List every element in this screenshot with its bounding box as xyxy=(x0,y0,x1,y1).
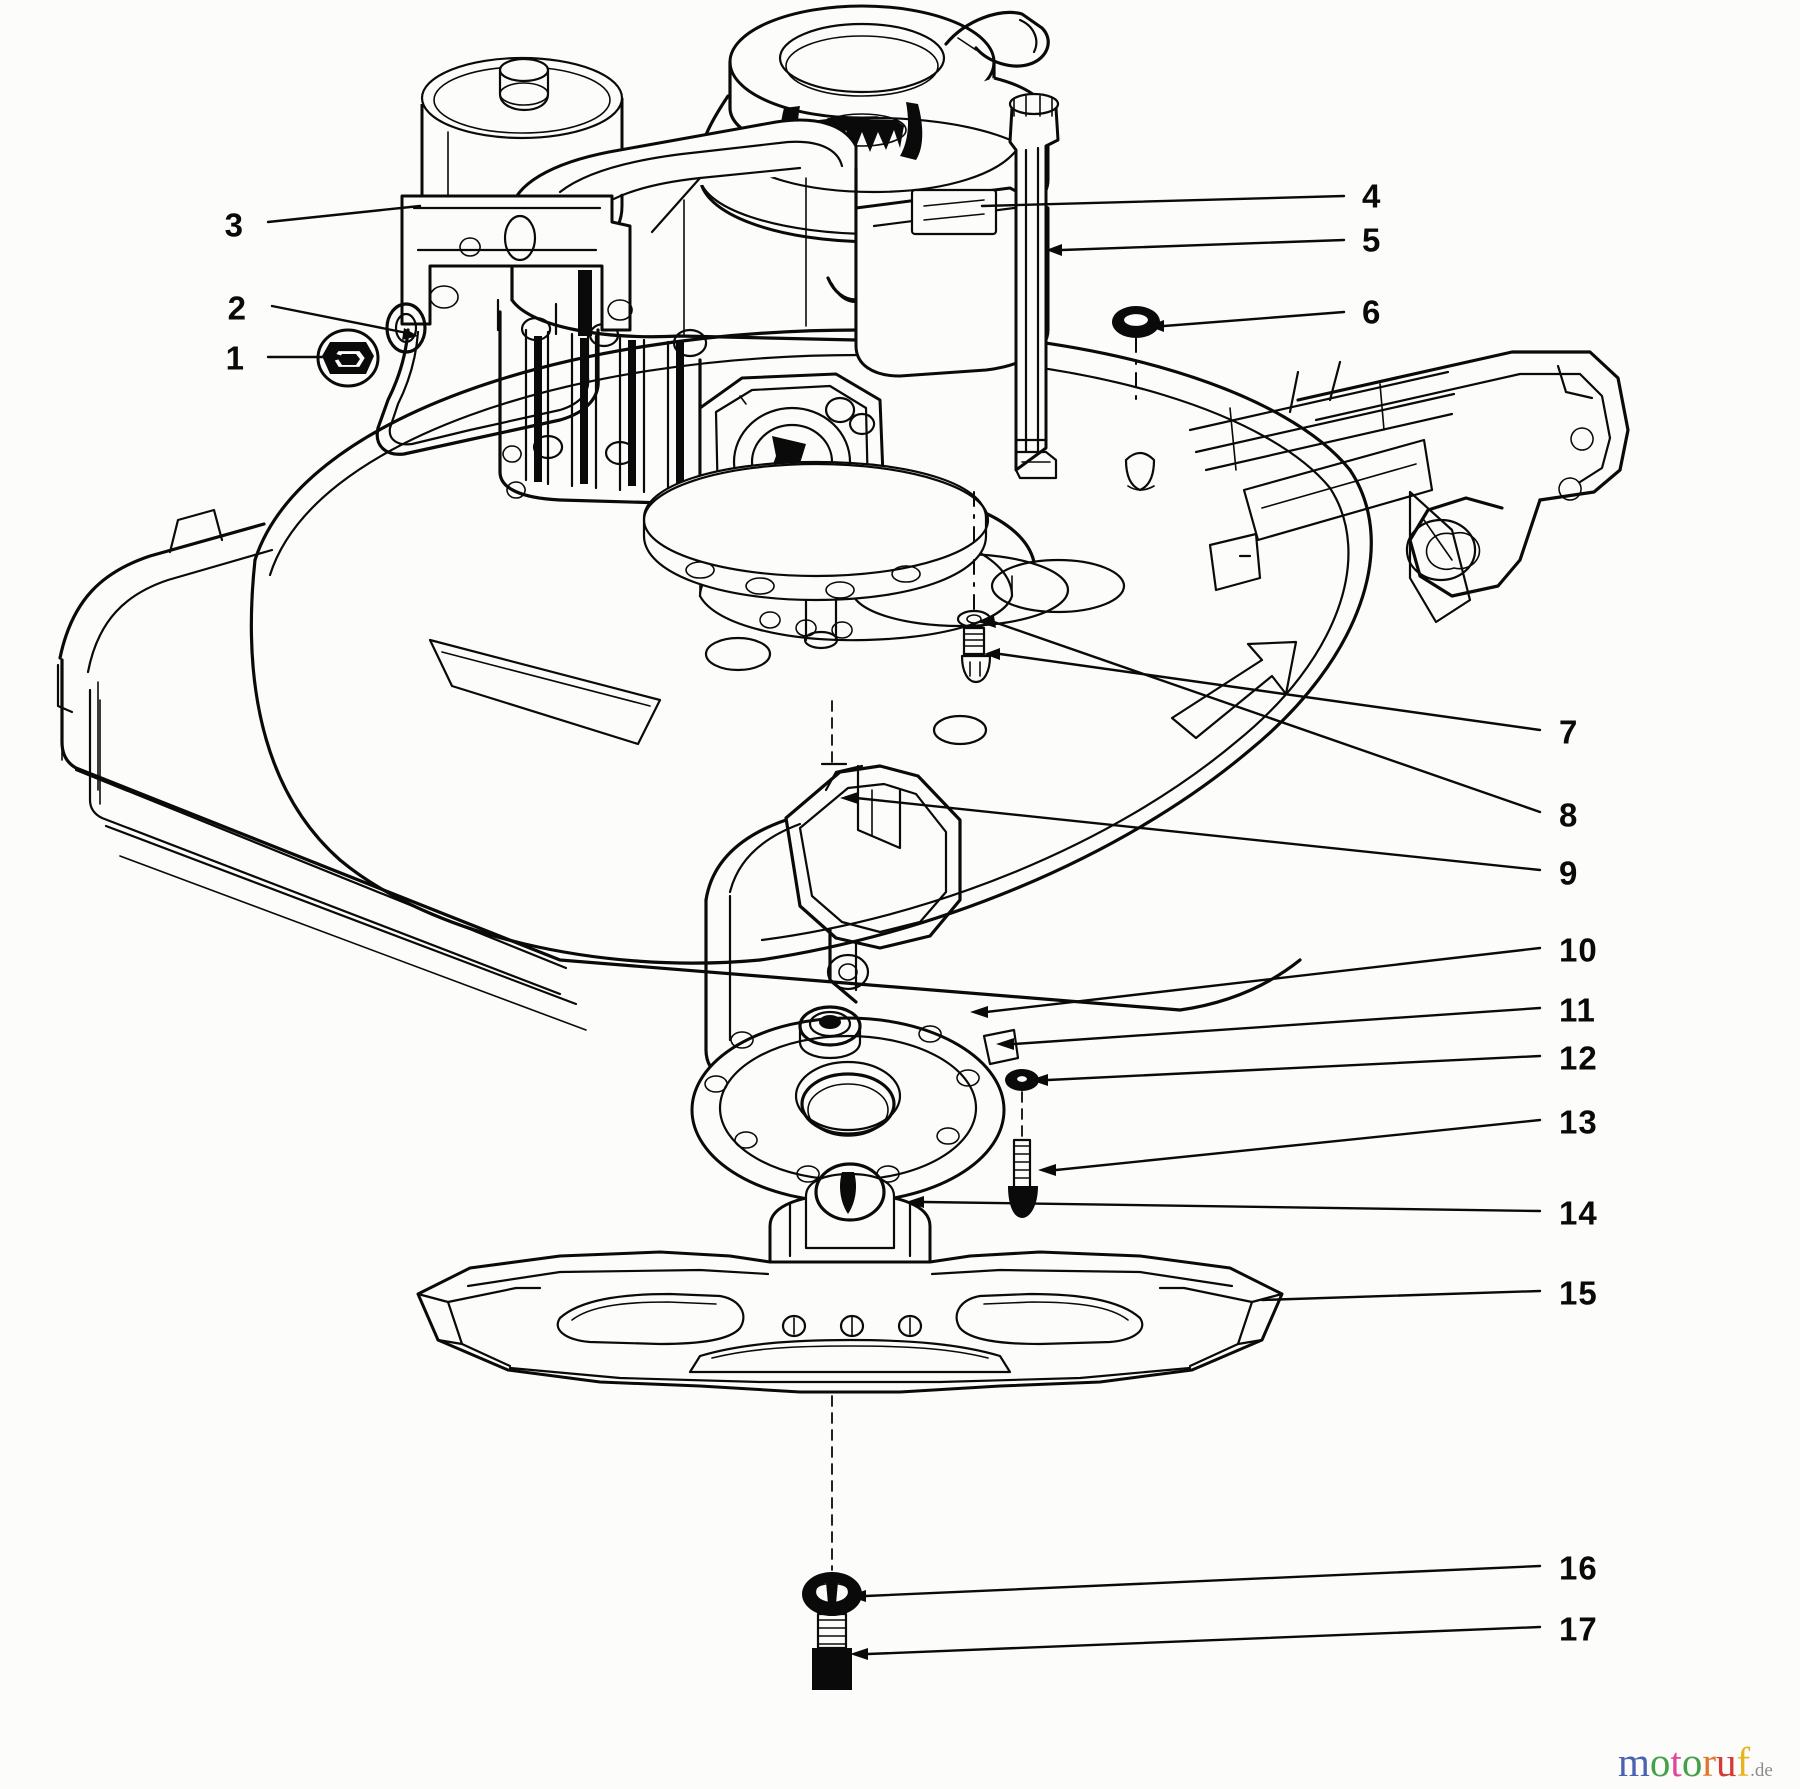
callout-15: 15 xyxy=(1559,1274,1598,1312)
leader-8 xyxy=(992,620,1542,814)
leader-6 xyxy=(1162,310,1346,328)
watermark-letter-u-5: u xyxy=(1715,1739,1737,1785)
callout-3: 3 xyxy=(224,206,244,244)
watermark-letter-r-4: r xyxy=(1702,1739,1716,1785)
callout-leader-lines xyxy=(266,194,1542,1660)
callout-2: 2 xyxy=(227,289,247,327)
leader-12 xyxy=(1046,1054,1542,1082)
leader-15 xyxy=(1260,1289,1542,1302)
callout-17: 17 xyxy=(1559,1610,1598,1648)
part-16-lock-washer xyxy=(802,1395,862,1616)
cylinder-cooling-fins xyxy=(524,328,684,496)
leader-13 xyxy=(1054,1118,1542,1172)
part-12-washer xyxy=(1005,1069,1039,1141)
watermark-letter-m-0: m xyxy=(1618,1739,1650,1785)
leader-10 xyxy=(984,946,1542,1014)
callout-4: 4 xyxy=(1362,177,1382,215)
motoruf-watermark: motoruf.de xyxy=(1618,1742,1773,1783)
leader-14 xyxy=(922,1200,1542,1213)
leader-9 xyxy=(854,796,1542,872)
leader-11 xyxy=(1012,1006,1542,1046)
leader-2 xyxy=(270,304,414,336)
callout-5: 5 xyxy=(1362,221,1382,259)
callout-16: 16 xyxy=(1559,1549,1598,1587)
callout-10: 10 xyxy=(1559,931,1598,969)
callout-14: 14 xyxy=(1559,1194,1598,1232)
watermark-suffix: .de xyxy=(1750,1760,1773,1781)
callout-1: 1 xyxy=(225,339,245,377)
throttle-control-cable xyxy=(375,302,600,456)
leader-16 xyxy=(864,1564,1542,1598)
leader-7 xyxy=(998,652,1542,732)
part-6-flange-nut xyxy=(1112,306,1160,401)
callout-13: 13 xyxy=(1559,1103,1598,1141)
part-15-mower-blade xyxy=(416,1250,1284,1394)
leader-3 xyxy=(266,204,422,224)
leader-5 xyxy=(1060,238,1346,252)
watermark-letter-t-2: t xyxy=(1670,1739,1682,1785)
callout-8: 8 xyxy=(1559,796,1579,834)
deck-baffle-bracket xyxy=(784,699,962,1004)
watermark-letter-o-3: o xyxy=(1681,1739,1703,1785)
leader-17 xyxy=(866,1625,1542,1656)
leader-4 xyxy=(980,194,1346,208)
part-13-screw xyxy=(1008,1138,1038,1218)
part-1-flange-locknut xyxy=(316,328,380,388)
callout-12: 12 xyxy=(1559,1039,1598,1077)
part-17-hex-bolt xyxy=(812,1612,852,1690)
watermark-letter-o-1: o xyxy=(1649,1739,1671,1785)
watermark-letter-f-6: f xyxy=(1736,1739,1751,1785)
spindle-housing-assembly xyxy=(690,1005,1020,1204)
callout-6: 6 xyxy=(1362,293,1382,331)
engine-assembly xyxy=(400,4,1060,650)
callout-7: 7 xyxy=(1559,713,1579,751)
callout-9: 9 xyxy=(1559,854,1579,892)
callout-11: 11 xyxy=(1559,991,1596,1029)
